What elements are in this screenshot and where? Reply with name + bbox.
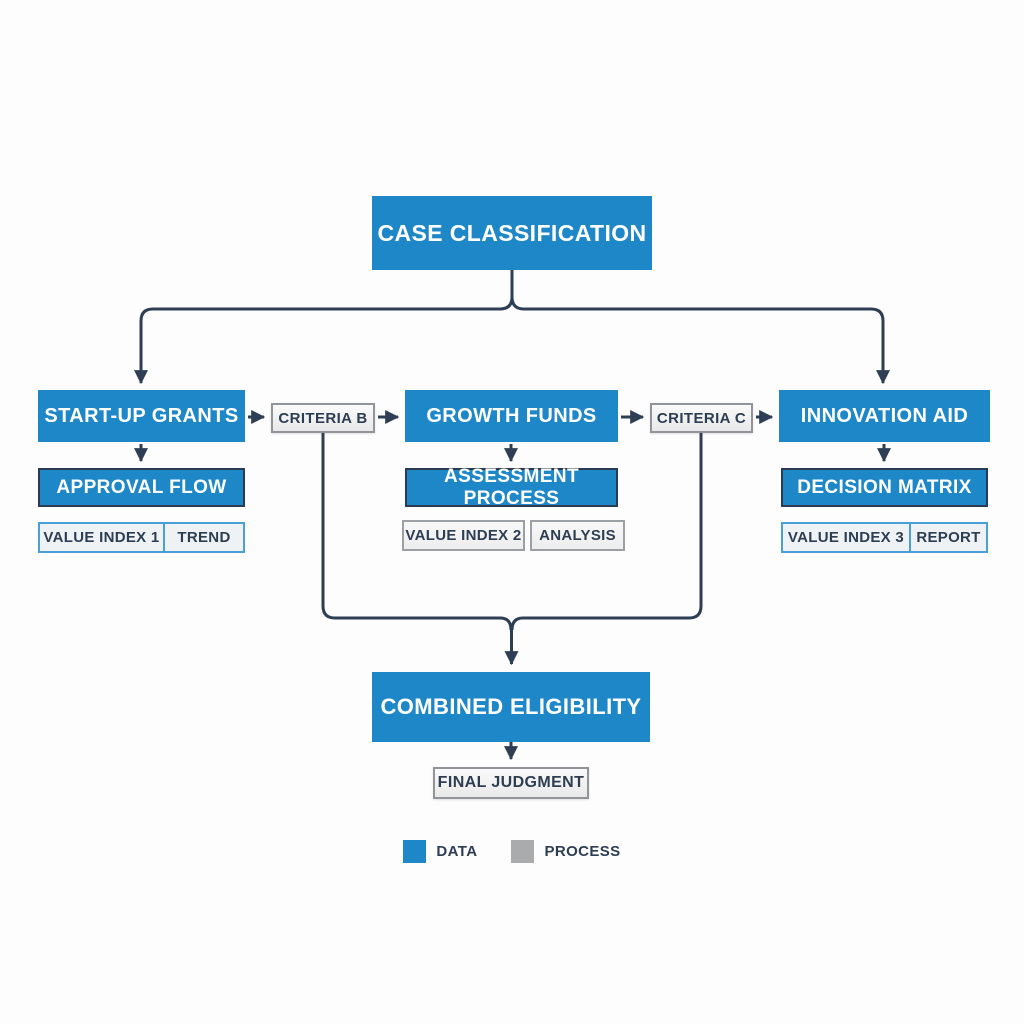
node-growth-funds: GROWTH FUNDS bbox=[405, 390, 618, 442]
legend-process-label: PROCESS bbox=[544, 843, 621, 860]
data-swatch-icon bbox=[403, 840, 427, 863]
legend-item-data: DATA bbox=[403, 840, 477, 863]
legend-item-process: PROCESS bbox=[511, 840, 620, 863]
node-innovation-aid: INNOVATION AID bbox=[779, 390, 990, 442]
process-swatch-icon bbox=[511, 840, 535, 863]
node-case-classification: CASE CLASSIFICATION bbox=[372, 196, 652, 270]
node-combined-eligibility: COMBINED ELIGIBILITY bbox=[372, 672, 650, 742]
analysis-label: ANALYSIS bbox=[530, 520, 625, 551]
trend-label: TREND bbox=[177, 529, 231, 546]
value-index-3-label: VALUE INDEX 3 bbox=[783, 524, 911, 551]
node-final-judgment: FINAL JUDGMENT bbox=[433, 767, 589, 799]
value-index-1-label: VALUE INDEX 1 bbox=[40, 524, 165, 551]
value-index-2-label: VALUE INDEX 2 bbox=[402, 520, 525, 551]
value-index-1-group: VALUE INDEX 1 TREND bbox=[38, 522, 245, 553]
legend: DATA PROCESS bbox=[0, 840, 1024, 863]
node-startup-grants: START-UP GRANTS bbox=[38, 390, 245, 442]
node-decision-matrix: DECISION MATRIX bbox=[781, 468, 988, 507]
node-criteria-c: CRITERIA C bbox=[650, 403, 753, 433]
node-criteria-b: CRITERIA B bbox=[271, 403, 375, 433]
legend-data-label: DATA bbox=[436, 843, 478, 860]
node-assessment-process: ASSESSMENT PROCESS bbox=[405, 466, 618, 509]
node-approval-flow: APPROVAL FLOW bbox=[38, 468, 245, 507]
report-label: REPORT bbox=[916, 529, 981, 546]
value-index-3-group: VALUE INDEX 3 REPORT bbox=[781, 522, 988, 553]
